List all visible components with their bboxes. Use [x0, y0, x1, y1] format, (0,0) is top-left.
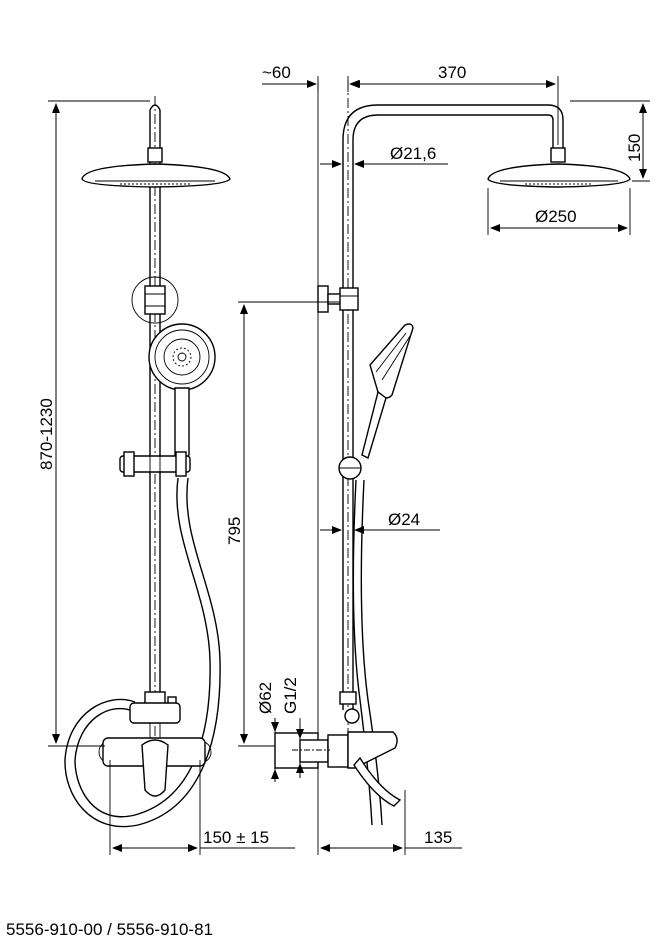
dim-top-offset: ~60: [262, 63, 291, 82]
dim-depth: 135: [424, 828, 452, 847]
dim-holder-height: 795: [225, 517, 244, 545]
front-hose: [64, 477, 221, 828]
product-codes: 5556-910-00 / 5556-910-81: [6, 920, 213, 939]
side-head-shower: [487, 163, 631, 188]
dim-head-drop: 150: [625, 134, 644, 162]
side-mixer: [274, 731, 402, 807]
front-diverter: [129, 691, 181, 745]
side-diverter: [339, 691, 360, 724]
dimension-labels: ~60 370 150 Ø21,6 Ø250 870-1230 795 Ø24 …: [37, 63, 644, 847]
side-view: [274, 80, 631, 855]
dim-total-height: 870-1230: [37, 398, 56, 470]
side-wall-bracket: [317, 285, 359, 313]
side-head-connector: [550, 147, 566, 163]
side-slider-holder: [338, 456, 362, 480]
front-head-shower: [81, 163, 231, 188]
dim-pipe-lower-diameter: Ø24: [388, 510, 420, 529]
dim-rosette-diameter: Ø62: [256, 682, 275, 714]
dim-thread: G1/2: [281, 677, 300, 714]
front-view: [64, 96, 231, 828]
dim-inlet-spacing: 150 ± 15: [203, 828, 269, 847]
front-mixer: [98, 737, 212, 797]
front-upper-bracket: [131, 276, 179, 324]
dim-arm-length: 370: [438, 63, 466, 82]
side-riser-pipe: [342, 80, 564, 760]
side-hand-shower: [361, 323, 414, 459]
front-riser-pipe: [149, 96, 161, 755]
front-hand-shower: [148, 323, 216, 460]
dim-head-diameter: Ø250: [535, 207, 577, 226]
dim-pipe-upper-diameter: Ø21,6: [390, 144, 436, 163]
dimension-lines: [48, 76, 650, 855]
front-slider-holder: [119, 451, 191, 477]
front-head-connector: [147, 147, 163, 163]
